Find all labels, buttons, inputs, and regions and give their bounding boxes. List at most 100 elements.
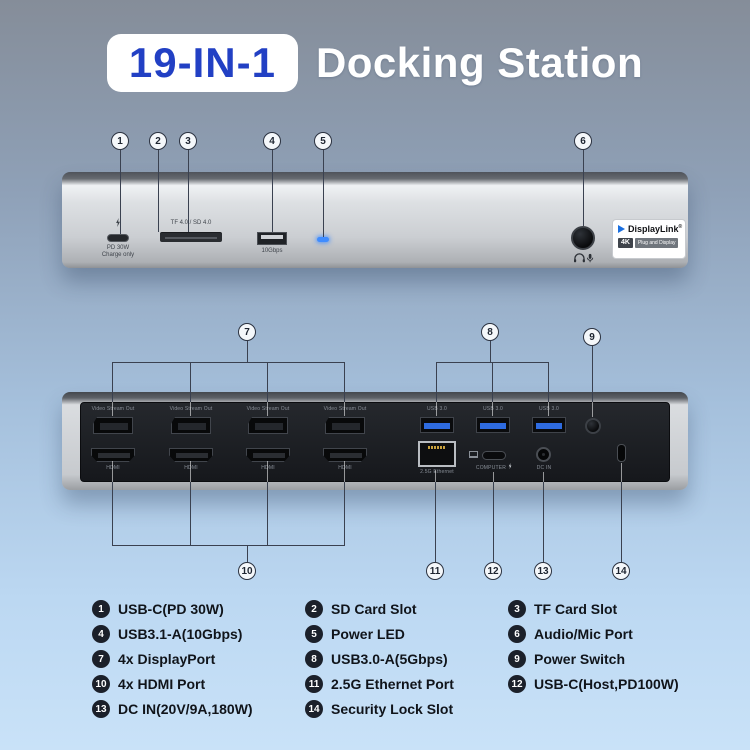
callout-9: 9: [583, 328, 601, 346]
callout-line: [583, 150, 584, 226]
callout-line: [267, 482, 268, 545]
callout-11: 11: [426, 562, 444, 580]
legend-label: Security Lock Slot: [331, 701, 454, 717]
callout-8: 8: [481, 323, 499, 341]
legend-number: 6: [508, 625, 526, 643]
displayport-port: [248, 417, 288, 434]
displayport-port: [93, 417, 133, 434]
legend-number: 2: [305, 600, 323, 618]
front-device: PD 30W Charge only TF 4.0 / SD 4.0 10Gbp…: [62, 172, 688, 268]
callout-line: [344, 482, 345, 545]
callout-line: [493, 482, 494, 562]
dc-pin: [542, 453, 545, 456]
callout-1: 1: [111, 132, 129, 150]
power-led: [317, 237, 329, 242]
usb-a-tongue: [261, 235, 283, 239]
callout-line: [188, 150, 189, 232]
hdmi-label: HDMI: [169, 465, 213, 471]
displaylink-badge: DisplayLink® 4K Plug and Display: [612, 219, 686, 259]
dp-label: Video Stream Out: [91, 406, 135, 412]
legend-number: 7: [92, 650, 110, 668]
power-switch: [585, 418, 601, 434]
callout-4: 4: [263, 132, 281, 150]
callout-line: [247, 545, 248, 562]
legend-number: 9: [508, 650, 526, 668]
lightning-icon: [508, 463, 512, 469]
dp-slot: [255, 423, 283, 430]
hdmi-port: [169, 448, 213, 462]
lightning-icon: [116, 218, 120, 227]
callout-line: [190, 461, 191, 482]
legend-number: 5: [305, 625, 323, 643]
callout-line: [120, 150, 121, 234]
legend-number: 4: [92, 625, 110, 643]
callout-branch-line: [112, 362, 345, 363]
legend-number: 1: [92, 600, 110, 618]
callout-14: 14: [612, 562, 630, 580]
callout-line: [492, 402, 493, 416]
hdmi-port: [323, 448, 367, 462]
displayport-port: [171, 417, 211, 434]
hdmi-label: HDMI: [91, 465, 135, 471]
headset-mic-icon: [574, 253, 594, 263]
dp-label: Video Stream Out: [169, 406, 213, 412]
security-lock-slot: [617, 444, 626, 462]
callout-line: [190, 482, 191, 545]
callout-line: [190, 362, 191, 402]
sd-tf-card-slot: [160, 232, 222, 242]
usb-c-charge-label-2: Charge only: [101, 252, 135, 258]
callout-line: [492, 362, 493, 402]
legend-label: Power Switch: [534, 651, 626, 667]
legend-label: 4x DisplayPort: [118, 651, 216, 667]
dp-slot: [178, 423, 206, 430]
callout-line: [548, 362, 549, 402]
callout-3: 3: [179, 132, 197, 150]
displaylink-logo-icon: [618, 225, 625, 233]
legend-label: USB3.0-A(5Gbps): [331, 651, 448, 667]
legend-label: DC IN(20V/9A,180W): [118, 701, 253, 717]
dp-label: Video Stream Out: [246, 406, 290, 412]
usb-a-port: [532, 417, 566, 433]
usb-a-10gbps-label: 10Gbps: [261, 248, 283, 254]
displaylink-tag-row: 4K Plug and Display: [618, 238, 680, 248]
legend-item: 9 Power Switch: [508, 650, 682, 668]
callout-line: [272, 150, 273, 232]
legend-number: 13: [92, 700, 110, 718]
hdmi-slot: [176, 453, 208, 458]
usb3-label: USB 3.0: [426, 406, 448, 412]
back-port-panel: Video Stream Out Video Stream Out Video …: [80, 402, 670, 482]
usb-blue-tongue: [424, 423, 450, 429]
usb-c-charge-port: [107, 234, 129, 242]
displaylink-tagline: Plug and Display: [634, 238, 679, 248]
dp-label: Video Stream Out: [323, 406, 367, 412]
displayport-port: [325, 417, 365, 434]
legend-label: USB-C(PD 30W): [118, 601, 224, 617]
callout-line: [112, 362, 113, 402]
usb-a-port: [476, 417, 510, 433]
usb-c-host-label: COMPUTER: [474, 463, 514, 471]
callout-12: 12: [484, 562, 502, 580]
displaylink-4k-chip: 4K: [618, 238, 633, 248]
callout-line: [543, 482, 544, 562]
legend-number: 14: [305, 700, 323, 718]
legend-number: 12: [508, 675, 526, 693]
dc-in-label: DC IN: [536, 465, 552, 471]
callout-line: [158, 150, 159, 232]
callout-line: [436, 362, 437, 402]
usb-blue-tongue: [536, 423, 562, 429]
callout-7: 7: [238, 323, 256, 341]
legend-item: 13 DC IN(20V/9A,180W): [92, 700, 305, 718]
displaylink-brand-row: DisplayLink®: [618, 224, 682, 234]
callout-line: [493, 472, 494, 482]
callout-line: [621, 463, 622, 482]
usb-a-10gbps-port: [257, 232, 287, 245]
callout-line: [247, 341, 248, 362]
dc-in-jack: [536, 447, 551, 462]
callout-line: [543, 472, 544, 482]
